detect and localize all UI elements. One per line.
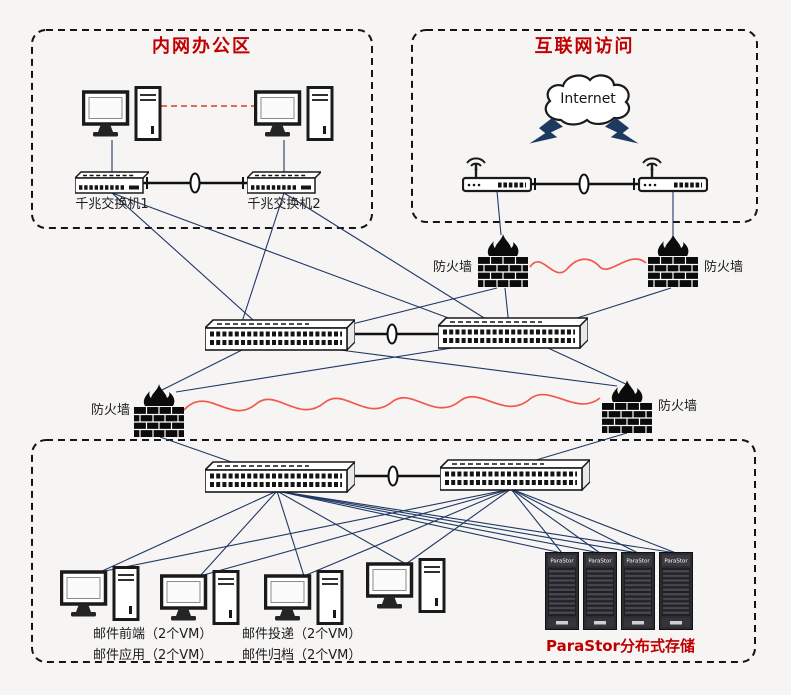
trunk-links: [143, 172, 638, 487]
trunk-link-storage: [347, 465, 440, 487]
red-links: [161, 105, 647, 412]
gigabit-switch-1: [75, 172, 149, 193]
trunk-link-core: [347, 323, 438, 345]
rack-label: ParaStor: [626, 559, 650, 565]
intranet-zone-border: [31, 29, 373, 229]
internet-zone-title: 互联网访问: [534, 36, 635, 57]
lightning-bolt-1: [527, 115, 565, 155]
storage-rack-3: ParaStor: [622, 553, 655, 630]
firewall-1-label: 防火墙: [432, 260, 472, 275]
mail-app-label: 邮件应用（2个VM）: [93, 648, 213, 663]
wireless-router-2: [639, 158, 707, 191]
zone-borders: [31, 29, 758, 663]
storage-rack-1: ParaStor: [546, 553, 579, 630]
firewall-4: [602, 380, 652, 434]
firewall-2: [648, 234, 698, 288]
trunk-link-routers: [531, 173, 638, 195]
gigabit-switch-2: [247, 172, 321, 193]
rack-label: ParaStor: [588, 559, 612, 565]
mail-server-pc-3: [264, 570, 344, 626]
mail-delivery-label: 邮件投递（2个VM）: [242, 627, 362, 642]
gigabit-switch-2-label: 千兆交换机2: [247, 197, 321, 212]
lightning-bolt-2: [604, 118, 639, 144]
storage-title: ParaStor分布式存储: [546, 637, 695, 655]
office-pc-1: [82, 86, 162, 142]
rack-label: ParaStor: [664, 559, 688, 565]
mail-frontend-label: 邮件前端（2个VM）: [93, 627, 213, 642]
mail-server-pc-2: [160, 570, 240, 626]
mail-server-pc-1: [60, 566, 140, 622]
rack-label: ParaStor: [550, 559, 574, 565]
gigabit-switch-1-label: 千兆交换机1: [75, 197, 149, 212]
internet-zone-border: [411, 29, 758, 223]
storage-switch-2: [440, 460, 590, 490]
firewall-1: [478, 234, 528, 288]
firewall-wave-link-bottom: [183, 393, 601, 412]
core-switch-2: [438, 318, 588, 348]
trunk-link-office: [143, 172, 247, 194]
storage-rack-2: ParaStor: [584, 553, 617, 630]
storage-rack-4: ParaStor: [660, 553, 693, 630]
mail-archive-label: 邮件归档（2个VM）: [242, 648, 362, 663]
core-switch-1: [205, 320, 355, 350]
storage-switch-1: [205, 462, 355, 492]
storage-zone-border: [31, 439, 756, 663]
intranet-zone-title: 内网办公区: [152, 36, 252, 57]
firewall-wave-link-top: [529, 258, 647, 274]
firewall-2-label: 防火墙: [704, 260, 744, 275]
office-pc-2: [254, 86, 334, 142]
wireless-router-1: [463, 158, 531, 191]
firewall-3-label: 防火墙: [90, 403, 130, 418]
firewall-4-label: 防火墙: [658, 399, 698, 414]
network-links: [99, 140, 677, 577]
internet-cloud-label: Internet: [560, 91, 616, 107]
mail-server-pc-4: [366, 558, 446, 614]
